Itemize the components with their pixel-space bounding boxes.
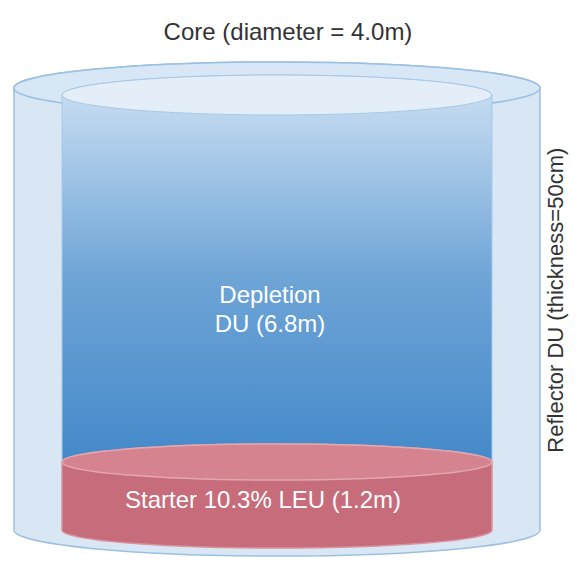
zone-label: Depletion DU (6.8m) <box>206 281 334 339</box>
depletion-zone: Depletion DU (6.8m) <box>62 75 492 480</box>
reflector-cylinder: Depletion DU (6.8m) Starter 10.3% LEU (1.… <box>14 62 540 556</box>
core-dimension-label: Core (diameter = 4.0m) <box>164 18 413 47</box>
zone-label: Reflector DU (thickness=50cm) <box>544 147 570 452</box>
depletion-zone-outline <box>62 75 492 480</box>
starter-zone: Starter 10.3% LEU (1.2m) <box>62 444 492 548</box>
zone-label: Starter 10.3% LEU (1.2m) <box>125 486 401 515</box>
